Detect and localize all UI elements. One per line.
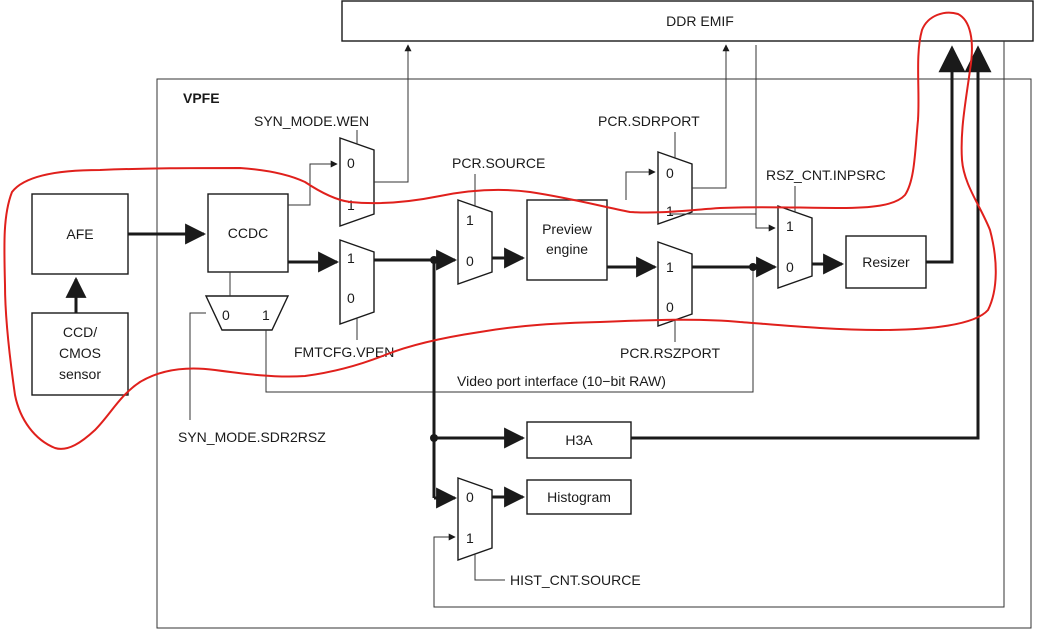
red-annotation-outline bbox=[3, 11, 997, 450]
sdr2rsz-control-line bbox=[189, 312, 206, 420]
pcr-rszport-label: PCR.RSZPORT bbox=[620, 345, 721, 361]
resizer-label: Resizer bbox=[862, 254, 910, 270]
sdr2rsz-input-1: 1 bbox=[262, 307, 270, 323]
histogram-label: Histogram bbox=[547, 489, 611, 505]
histogram-block bbox=[526, 479, 632, 515]
video-port-label: Video port interface (10−bit RAW) bbox=[457, 373, 666, 389]
pcr-sdrport-label: PCR.SDRPORT bbox=[598, 113, 700, 129]
inpsrc-input-1: 1 bbox=[786, 218, 794, 234]
hist-cnt-source-label: HIST_CNT.SOURCE bbox=[510, 572, 641, 588]
preview-label-line2: engine bbox=[546, 241, 588, 257]
rszport-input-0: 0 bbox=[666, 299, 674, 315]
hist-mux-input-0: 0 bbox=[466, 489, 474, 505]
sensor-block bbox=[31, 312, 129, 396]
hist-control-line bbox=[474, 554, 505, 581]
sdr2rsz-input-0: 0 bbox=[222, 307, 230, 323]
inpsrc-input-0: 0 bbox=[786, 259, 794, 275]
pcr-sdrport-mux bbox=[657, 151, 693, 225]
afe-label: AFE bbox=[66, 226, 93, 242]
source-mux-input-1: 1 bbox=[466, 212, 474, 228]
hist-mux-input-1: 1 bbox=[466, 530, 474, 546]
rsz-cnt-inpsrc-mux bbox=[777, 205, 813, 289]
rszport-input-1: 1 bbox=[666, 259, 674, 275]
sensor-label-line2: CMOS bbox=[59, 345, 101, 361]
h3a-label: H3A bbox=[565, 432, 593, 448]
resizer-block bbox=[845, 235, 927, 289]
wen-mux-input-0: 0 bbox=[347, 155, 355, 171]
ccdc-to-wen-line bbox=[288, 160, 338, 206]
pcr-source-label: PCR.SOURCE bbox=[452, 155, 545, 171]
preview-label-line1: Preview bbox=[542, 221, 593, 237]
hist-cnt-source-mux bbox=[457, 477, 493, 561]
vpen-mux-input-0: 0 bbox=[347, 290, 355, 306]
preview-to-sdrport-line bbox=[625, 168, 656, 200]
sensor-label-line3: sensor bbox=[59, 366, 101, 382]
wen-to-ddr-line bbox=[374, 44, 412, 183]
fmtcfg-vpen-mux bbox=[339, 239, 375, 325]
syn-mode-wen-label: SYN_MODE.WEN bbox=[254, 113, 369, 129]
vpen-mux-input-1: 1 bbox=[347, 250, 355, 266]
wen-mux-input-1: 1 bbox=[347, 197, 355, 213]
ddr-emif-block bbox=[341, 0, 1034, 42]
resizer-to-ddr-arrow bbox=[926, 45, 966, 264]
sdrport-to-ddr-line bbox=[692, 44, 730, 189]
h3a-block bbox=[526, 421, 632, 459]
pcr-source-mux bbox=[457, 199, 493, 285]
ccdc-block bbox=[207, 193, 289, 273]
rsz-cnt-inpsrc-label: RSZ_CNT.INPSRC bbox=[766, 167, 886, 183]
junction-dot-rsz bbox=[749, 263, 757, 271]
ccdc-label: CCDC bbox=[228, 225, 268, 241]
syn-mode-sdr2rsz-label: SYN_MODE.SDR2RSZ bbox=[178, 429, 326, 445]
sdrport-input-0: 0 bbox=[666, 165, 674, 181]
preview-engine-block bbox=[526, 199, 608, 281]
vpfe-label: VPFE bbox=[183, 90, 220, 106]
syn-mode-wen-mux bbox=[339, 137, 375, 227]
pcr-rszport-mux bbox=[657, 241, 693, 327]
sensor-label-line1: CCD/ bbox=[63, 324, 97, 340]
h3a-to-ddr-arrow bbox=[631, 45, 992, 440]
source-mux-input-0: 0 bbox=[466, 253, 474, 269]
ddr-to-hist-feedback-line bbox=[433, 45, 1005, 608]
ddr-emif-label: DDR EMIF bbox=[666, 13, 734, 29]
syn-mode-sdr2rsz-mux bbox=[204, 295, 290, 331]
vpfe-enclosure bbox=[156, 78, 1032, 629]
fmtcfg-vpen-label: FMTCFG.VPEN bbox=[294, 344, 394, 360]
afe-block bbox=[31, 193, 129, 275]
ddr-to-inpsrc-line bbox=[755, 45, 776, 232]
video-port-line bbox=[265, 268, 754, 393]
